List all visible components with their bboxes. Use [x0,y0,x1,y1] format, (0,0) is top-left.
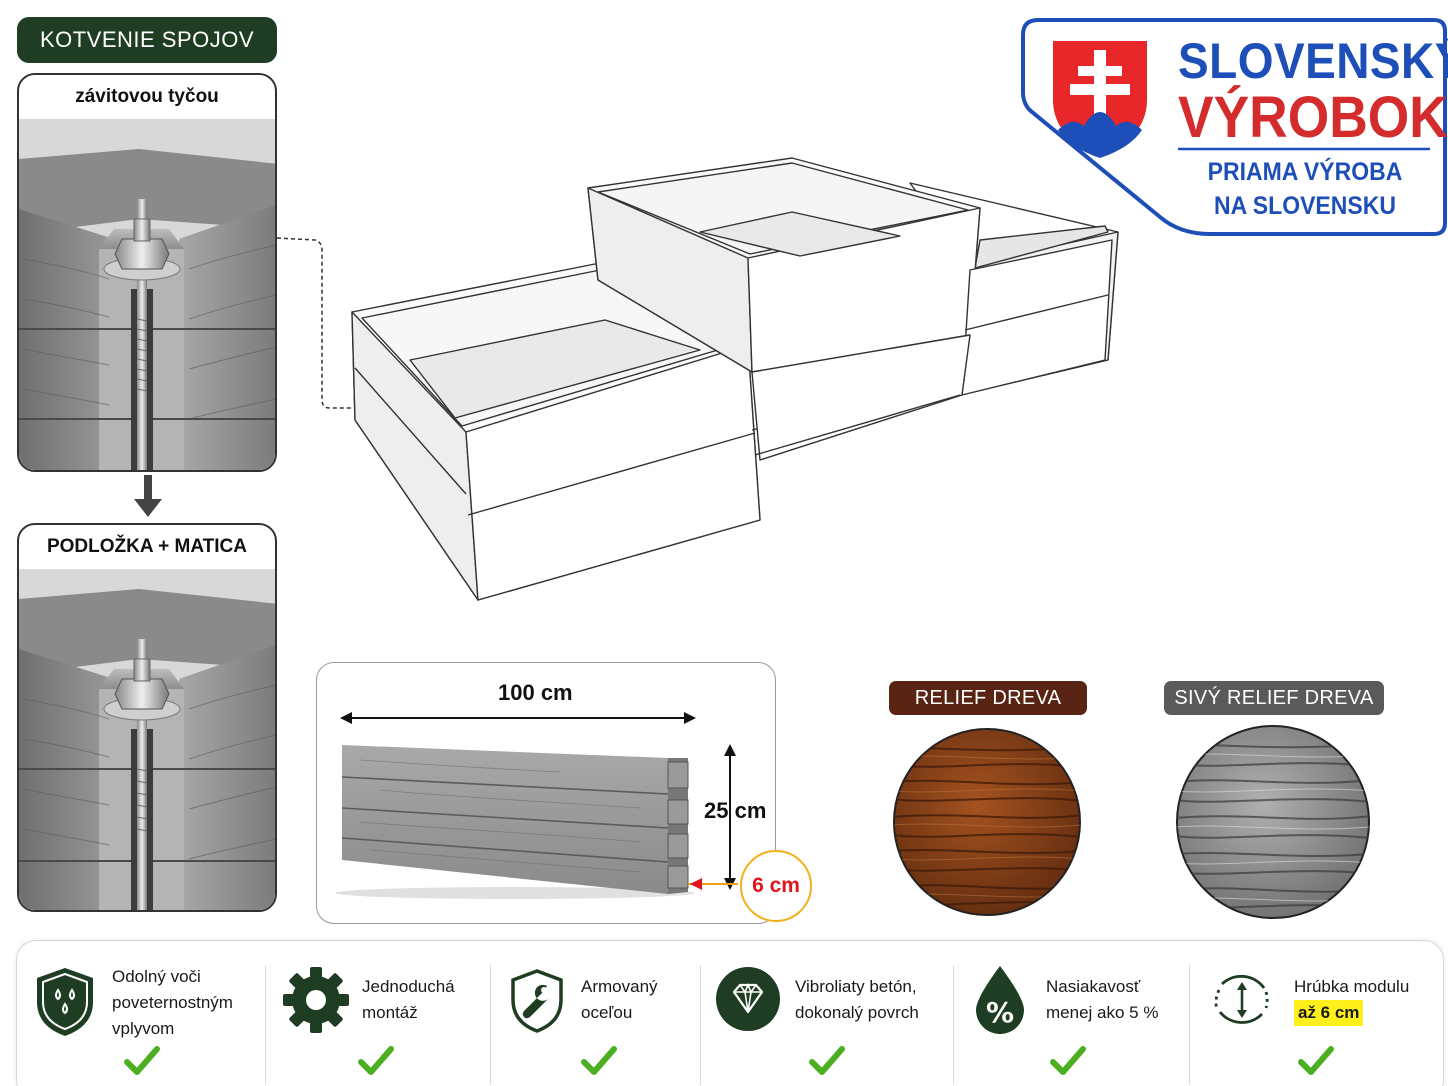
check-icon [124,1046,160,1075]
threaded-rod-caption: závitovou tyčou [75,86,219,107]
feature-2-line-2: montáž [362,1003,418,1022]
raised-bed-diagram [276,157,1119,601]
feature-steel-reinforced: Armovaný oceľou [495,940,695,1086]
check-icon [358,1046,394,1075]
finish-label-grey: SIVÝ RELIEF DREVA [1164,681,1384,715]
feature-6-highlight: až 6 cm [1294,1000,1364,1026]
gear-icon [283,967,349,1033]
feature-vibrocast-concrete: Vibroliaty betón, dokonalý povrch [705,940,950,1086]
check-icon [1298,1046,1334,1075]
svg-text:%: % [986,996,1014,1029]
shield-drops-icon [37,968,93,1036]
diamond-icon [716,967,780,1031]
slovak-coat-of-arms-icon [1051,39,1149,160]
threaded-rod-photo [19,119,275,470]
badge-title-slovensky: SLOVENSKÝ [1178,33,1448,89]
feature-6-line-1: Hrúbka modulu [1294,977,1410,996]
threaded-rod-photo-card: závitovou tyčou [17,73,277,472]
check-icon [809,1046,845,1075]
finish-label-brown: RELIEF DREVA [889,681,1087,715]
thickness-icon [1214,974,1269,1024]
brown-wood-swatch [893,728,1081,916]
thickness-badge: 6 cm [740,850,812,922]
anchoring-title: KOTVENIE SPOJOV [17,17,277,63]
check-icon [1050,1046,1086,1075]
feature-weather-resistant: Odolný voči poveternostným vplyvom [20,940,260,1086]
washer-nut-photo [19,569,275,910]
badge-subtitle-line1: PRIAMA VÝROBA [1207,158,1403,186]
feature-1-line-2: poveternostným [112,993,233,1012]
shield-wrench-icon [511,969,563,1033]
feature-easy-assembly: Jednoduchá montáž [270,940,485,1086]
washer-nut-photo-card: PODLOŽKA + MATICA [17,523,277,912]
panel-drawing [335,712,738,899]
arrow-down-icon [134,475,162,517]
length-label: 100 cm [498,680,573,705]
grey-wood-swatch [1176,725,1370,919]
feature-3-line-1: Armovaný [581,977,658,996]
feature-5-line-2: menej ako 5 % [1046,1003,1159,1022]
badge-title-vyrobok: VÝROBOK [1178,85,1448,150]
feature-4-line-1: Vibroliaty betón, [795,977,917,996]
feature-low-absorption: % Nasiakavosť menej ako 5 % [958,940,1186,1086]
feature-module-thickness: Hrúbka modulu až 6 cm [1194,940,1439,1086]
percent-drop-icon: % [976,966,1024,1034]
thickness-label: 6 cm [752,874,800,897]
feature-4-line-2: dokonalý povrch [795,1003,919,1022]
feature-3-line-2: oceľou [581,1003,633,1022]
washer-nut-caption: PODLOŽKA + MATICA [46,536,248,557]
height-label: 25 cm [704,798,767,823]
badge-subtitle-line2: NA SLOVENSKU [1214,192,1396,220]
feature-1-line-1: Odolný voči [112,967,201,986]
check-icon [581,1046,617,1075]
feature-1-line-3: vplyvom [112,1019,175,1038]
feature-5-line-1: Nasiakavosť [1046,977,1141,996]
feature-2-line-1: Jednoduchá [362,977,455,996]
